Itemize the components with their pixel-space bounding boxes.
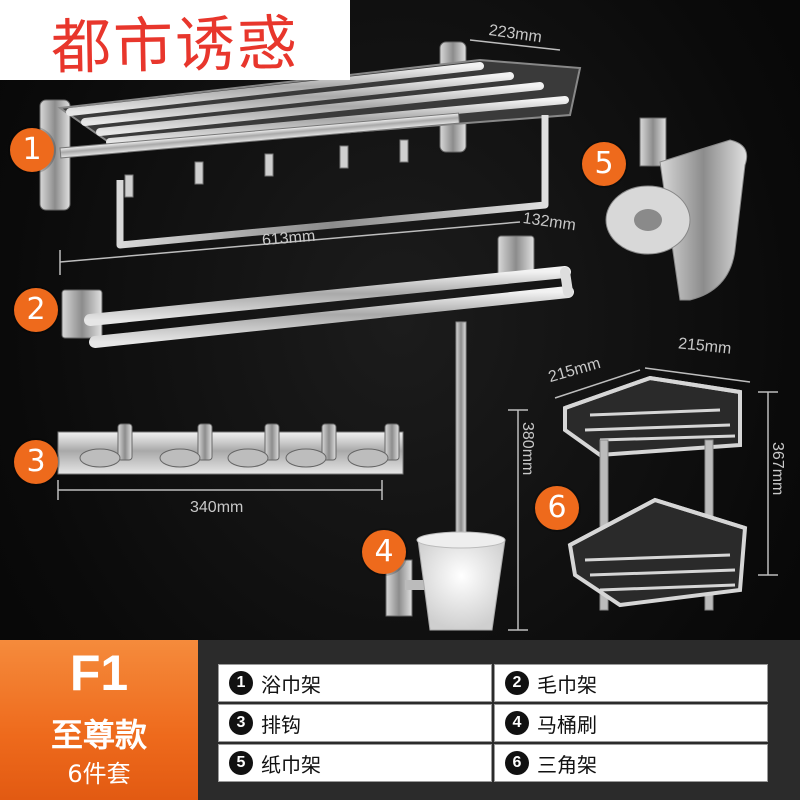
item-label: 排钩	[261, 712, 301, 737]
dimension-lines	[57, 39, 778, 631]
bath-towel-rack	[39, 41, 582, 249]
item-number: 1	[229, 671, 253, 695]
dim-corner-height: 367mm	[769, 442, 786, 496]
product-illustration	[39, 39, 778, 631]
corner-shelf	[563, 375, 748, 611]
list-item: 2 毛巾架	[494, 664, 768, 702]
item-label: 三角架	[537, 752, 597, 777]
model-count: 6件套	[67, 760, 131, 788]
item-label: 马桶刷	[537, 712, 597, 737]
badge-5: 5	[582, 142, 626, 186]
toilet-paper-holder	[605, 117, 748, 301]
model-box: F1 至尊款 6件套	[0, 640, 198, 800]
model-code: F1	[69, 645, 129, 701]
list-item: 5 纸巾架	[218, 744, 492, 782]
item-label: 毛巾架	[537, 672, 597, 697]
item-number: 2	[505, 671, 529, 695]
item-label: 纸巾架	[261, 752, 321, 777]
badge-3: 3	[14, 440, 58, 484]
item-list-panel: F1 至尊款 6件套 1 浴巾架 2 毛巾架 3 排钩 4 马桶刷 5 纸巾架 …	[0, 640, 800, 800]
badge-2: 2	[14, 288, 58, 332]
dim-brush-height: 380mm	[519, 422, 536, 476]
badge-4: 4	[362, 530, 406, 574]
toilet-brush	[385, 321, 506, 631]
brand-text: 都市诱惑	[50, 8, 300, 83]
badge-6: 6	[535, 486, 579, 530]
model-name: 至尊款	[50, 716, 147, 754]
item-number: 4	[505, 711, 529, 735]
list-item: 6 三角架	[494, 744, 768, 782]
item-number: 6	[505, 751, 529, 775]
list-item: 1 浴巾架	[218, 664, 492, 702]
item-number: 5	[229, 751, 253, 775]
badge-1: 1	[10, 128, 54, 172]
item-label: 浴巾架	[261, 672, 321, 697]
double-towel-bar	[61, 235, 574, 348]
item-number: 3	[229, 711, 253, 735]
list-item: 4 马桶刷	[494, 704, 768, 742]
list-item: 3 排钩	[218, 704, 492, 742]
brand-banner: 都市诱惑	[0, 0, 350, 83]
hook-rail	[57, 423, 404, 475]
dim-hook-rail-width: 340mm	[190, 499, 244, 516]
